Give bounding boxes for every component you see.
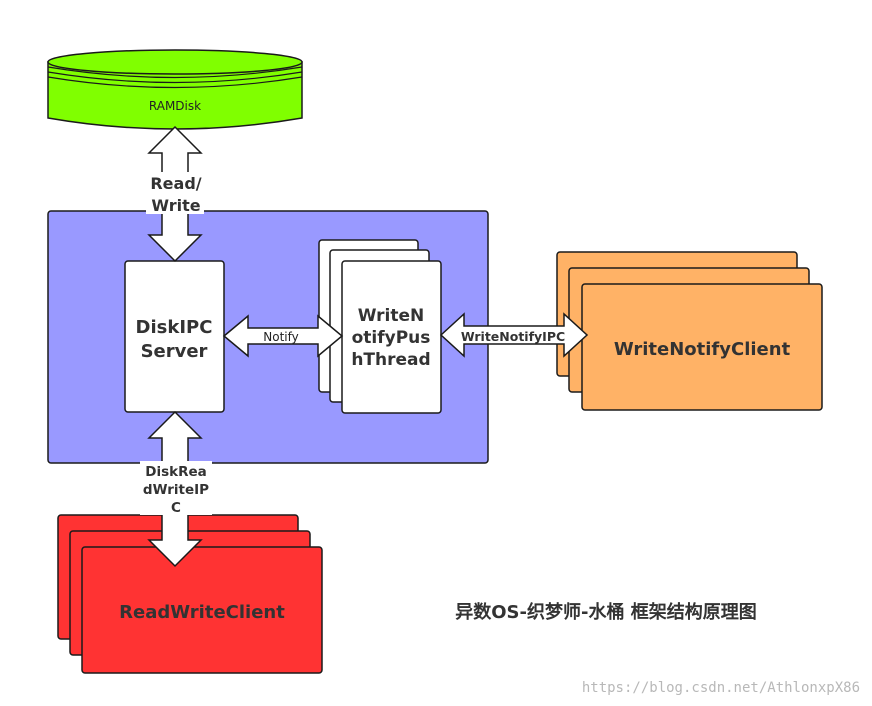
read-write-label-line1: Read/ xyxy=(150,174,201,193)
thread-label-line2: otifyPus xyxy=(352,328,431,348)
disk-ipc-server-node: DiskIPC Server xyxy=(124,260,225,413)
ramdisk-body xyxy=(47,61,303,130)
notify-label: Notify xyxy=(263,330,298,344)
write-notify-ipc-arrow xyxy=(439,312,589,358)
notify-arrow xyxy=(222,314,344,358)
diagram-caption: 异数OS-织梦师-水桶 框架结构原理图 xyxy=(455,601,756,623)
write-notify-ipc-label: WriteNotifyIPC xyxy=(461,329,565,344)
write-notify-client-node: WriteNotifyClient xyxy=(556,251,823,411)
disk-read-write-ipc-label-line2: dWriteIP xyxy=(143,482,209,498)
disk-read-write-ipc-label-bg xyxy=(140,461,212,515)
read-write-label-line2: Write xyxy=(151,196,200,215)
ramdisk-ring-2 xyxy=(47,71,303,84)
ramdisk-label: RAMDisk xyxy=(149,99,201,113)
thread-stack-front xyxy=(341,260,442,414)
watermark-url: https://blog.csdn.net/AthlonxpX86 xyxy=(582,680,860,696)
thread-label-line1: WriteN xyxy=(358,306,425,326)
rwc-stack-front xyxy=(81,546,323,674)
disk-ipc-server-label-line2: Server xyxy=(141,341,208,362)
ramdisk-ring-1 xyxy=(47,66,303,79)
ramdisk-ring-3 xyxy=(47,76,303,89)
ramdisk-node: RAMDisk xyxy=(47,49,303,130)
wnc-stack-front xyxy=(581,283,823,411)
disk-ipc-server-label-line1: DiskIPC xyxy=(136,317,213,338)
read-write-client-node: ReadWriteClient xyxy=(57,514,323,674)
write-notify-client-label: WriteNotifyClient xyxy=(614,339,791,360)
ramdisk-top xyxy=(47,49,303,75)
read-write-client-label: ReadWriteClient xyxy=(119,602,285,623)
write-notify-push-thread-node: WriteN otifyPus hThread xyxy=(318,239,442,414)
disk-read-write-ipc-label-line3: C xyxy=(171,500,181,516)
disk-read-write-ipc-label-line1: DiskRea xyxy=(145,464,207,480)
thread-label-line3: hThread xyxy=(351,350,430,370)
read-write-label-bg xyxy=(146,172,204,214)
